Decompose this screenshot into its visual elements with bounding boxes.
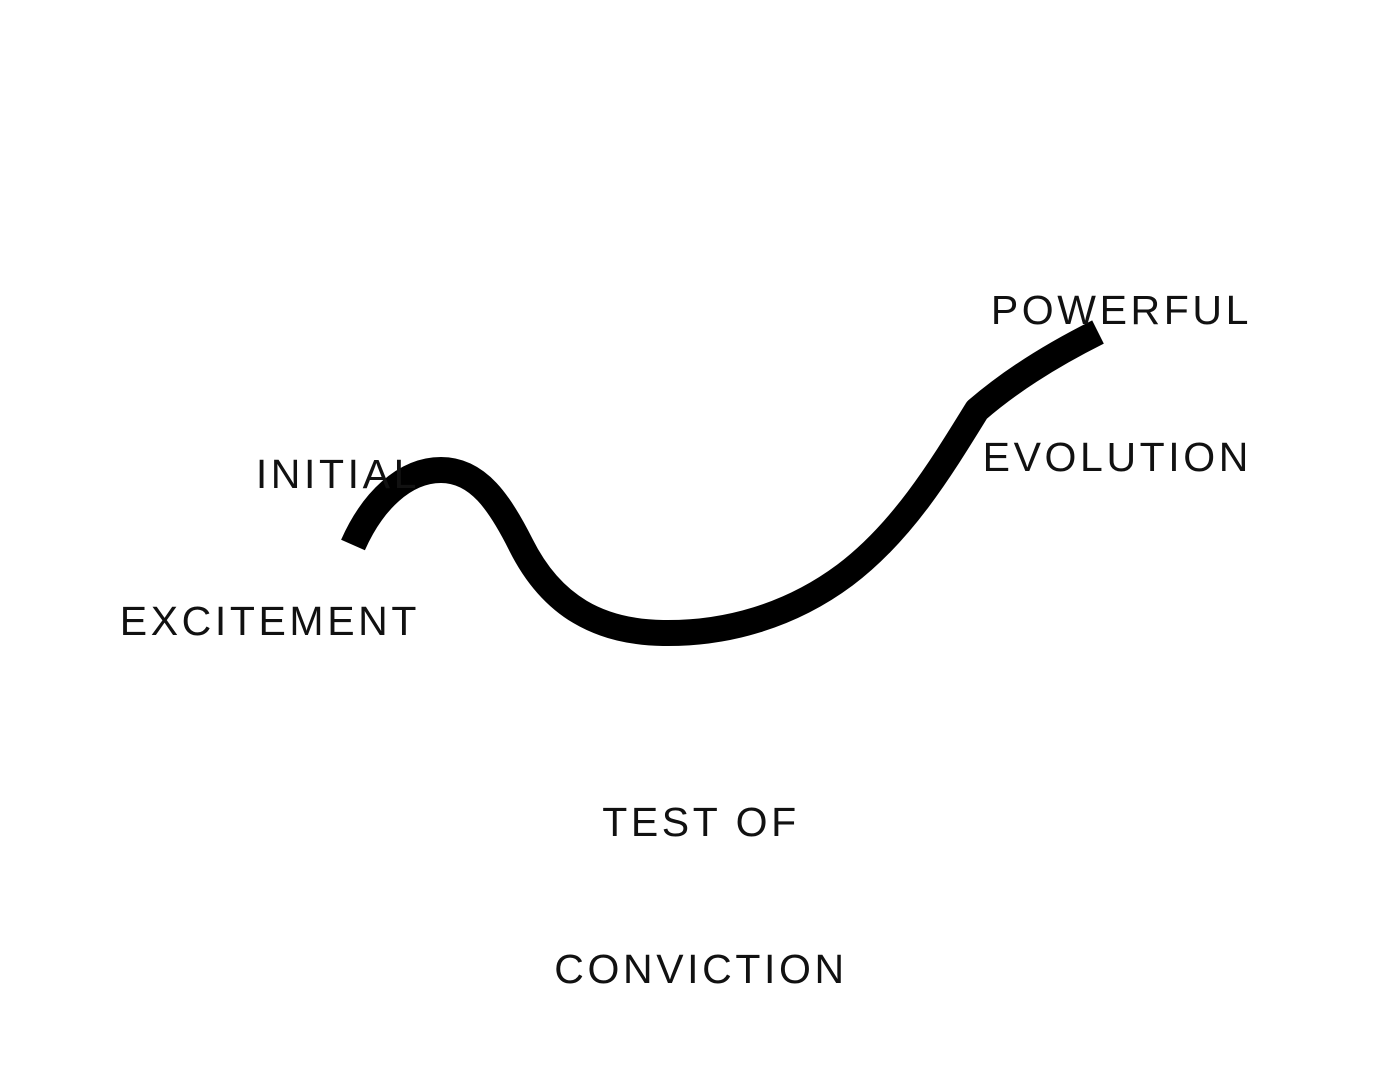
label-initial-excitement-line-2: EXCITEMENT: [119, 598, 420, 644]
label-initial-excitement: INITIAL EXCITEMENT: [60, 352, 420, 744]
label-powerful-evolution-line-1: POWERFUL: [990, 287, 1252, 333]
canvas-root: INITIAL EXCITEMENT TEST OF CONVICTION PO…: [0, 0, 1378, 992]
label-test-of-conviction-line-2: CONVICTION: [554, 946, 848, 992]
label-powerful-evolution-line-2: EVOLUTION: [982, 434, 1252, 480]
journey-curve-line: [341, 320, 1104, 647]
label-powerful-evolution: POWERFUL EVOLUTION: [890, 188, 1252, 580]
journey-curve-chart: [0, 0, 1378, 992]
label-initial-excitement-line-1: INITIAL: [255, 451, 420, 497]
chart-background: [0, 0, 1378, 992]
label-test-of-conviction: TEST OF CONVICTION: [521, 700, 881, 1092]
label-test-of-conviction-line-1: TEST OF: [602, 799, 800, 845]
